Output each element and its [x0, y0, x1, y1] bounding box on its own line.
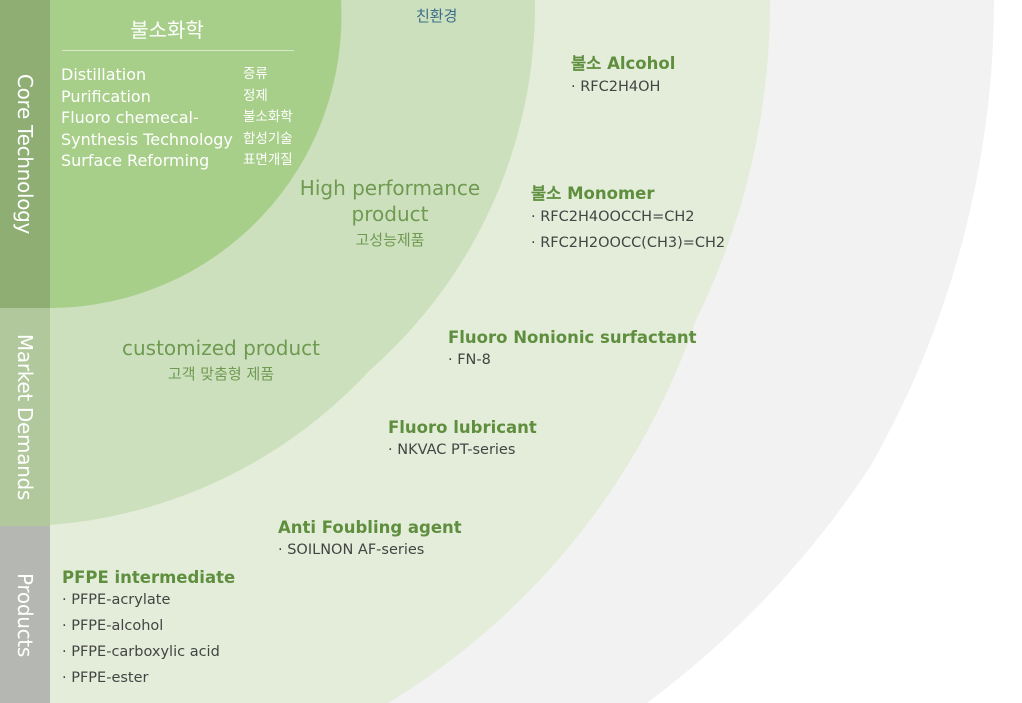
side-label-core-technology: Core Technology [0, 0, 50, 308]
core-title: 불소화학 [130, 18, 204, 42]
product-group: 불소 Monomer · RFC2H4OOCCH=CH2 · RFC2H2OOC… [531, 180, 725, 256]
product-group: PFPE intermediate · PFPE-acrylate · PFPE… [62, 568, 235, 691]
product-item: · PFPE-ester [62, 670, 149, 686]
customized-title: customized product [122, 336, 320, 360]
product-group: Anti Foubling agent · SOILNON AF-series [278, 518, 462, 563]
product-title: Anti Foubling agent [278, 518, 462, 537]
high-performance-title-1: High performance [299, 176, 481, 200]
product-group: 불소 Alcohol · RFC2H4OH [571, 50, 675, 100]
side-label-products-text: Products [13, 572, 37, 657]
side-label-products: Products [0, 526, 50, 703]
core-list-en: Distillation Purification Fluoro chemeca… [61, 64, 233, 172]
core-item-ko: 정제 [243, 87, 268, 104]
side-label-market-demands: Market Demands [0, 308, 50, 526]
product-item: · PFPE-carboxylic acid [62, 644, 220, 660]
core-item-en: Surface Reforming [61, 151, 210, 170]
product-item: · PFPE-alcohol [62, 618, 164, 634]
core-item-ko: 증류 [243, 66, 268, 82]
customized-subtitle: 고객 맞춤형 제품 [167, 365, 275, 383]
product-item: · RFC2H4OH [571, 79, 661, 95]
product-item: · RFC2H4OOCCH=CH2 [531, 209, 695, 225]
product-title: Fluoro Nonionic surfactant [448, 328, 697, 347]
product-title: 불소 Monomer [531, 184, 655, 203]
product-group: Fluoro Nonionic surfactant · FN-8 [448, 328, 697, 373]
high-performance-subtitle: 고성능제품 [355, 231, 425, 249]
core-item-en: Distillation [61, 65, 147, 84]
product-item: · FN-8 [448, 352, 491, 368]
ring-core-technology [50, 0, 342, 308]
eco-label: 친환경 [416, 7, 458, 25]
core-item-ko: 합성기술 [243, 130, 293, 147]
side-label-market-text: Market Demands [13, 333, 37, 501]
side-label-core-text: Core Technology [13, 73, 37, 235]
core-item-ko: 불소화학 [243, 109, 293, 125]
product-item: · RFC2H2OOCC(CH3)=CH2 [531, 235, 726, 251]
core-divider [62, 50, 294, 51]
high-performance-block: High performance product 고성능제품 [290, 175, 490, 250]
core-item-ko: 표면개질 [243, 152, 293, 168]
core-item-en: Synthesis Technology [61, 129, 233, 149]
core-item-en: Fluoro chemecal- [61, 108, 199, 127]
customized-block: customized product 고객 맞춤형 제품 [111, 335, 331, 384]
product-item: · SOILNON AF-series [278, 542, 425, 558]
product-title: Fluoro lubricant [388, 418, 537, 437]
high-performance-title-2: product [351, 202, 429, 226]
product-item: · NKVAC PT-series [388, 442, 516, 458]
product-group: Fluoro lubricant · NKVAC PT-series [388, 418, 537, 463]
product-title: PFPE intermediate [62, 568, 236, 587]
core-list-ko: 증류 정제 불소화학 합성기술 표면개질 [243, 64, 293, 172]
product-title: 불소 Alcohol [571, 54, 676, 73]
product-item: · PFPE-acrylate [62, 592, 171, 608]
core-item-en: Purification [61, 86, 151, 106]
